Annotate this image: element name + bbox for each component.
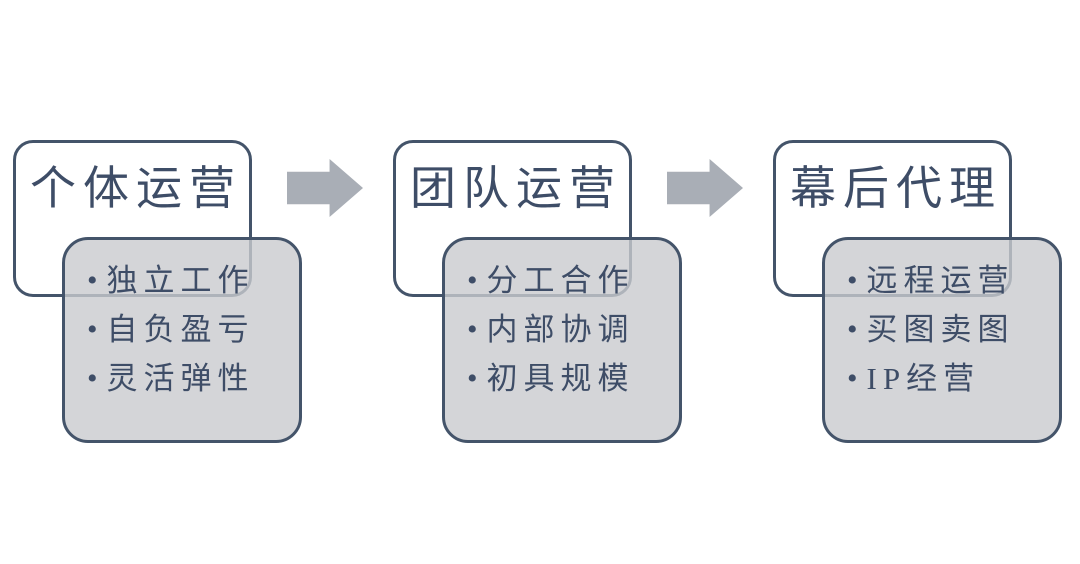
bullet-icon: • <box>87 312 98 346</box>
bullet-item: • 买图卖图 <box>847 305 1059 354</box>
stage-title: 团队运营 <box>410 163 622 214</box>
bullet-icon: • <box>87 263 98 297</box>
bullet-label: 分工合作 <box>486 263 635 298</box>
bullet-label: 灵活弹性 <box>106 361 255 396</box>
stage-title: 幕后代理 <box>790 163 1002 214</box>
bullet-label: IP经营 <box>866 361 981 396</box>
bullet-label: 自负盈亏 <box>106 312 255 347</box>
bullet-icon: • <box>847 312 858 346</box>
bullet-item: • 分工合作 <box>467 256 679 305</box>
bullet-item: • 灵活弹性 <box>87 354 299 403</box>
bullet-label: 独立工作 <box>106 263 255 298</box>
stage-behind-scenes-agent: 幕后代理 • 远程运营 • 买图卖图 • IP经营 <box>773 140 1063 443</box>
stage-team-operation: 团队运营 • 分工合作 • 内部协调 • 初具规模 <box>393 140 683 443</box>
bullet-item: • 初具规模 <box>467 354 679 403</box>
bullet-icon: • <box>847 361 858 395</box>
bullet-item: • IP经营 <box>847 354 1059 403</box>
bullet-item: • 自负盈亏 <box>87 305 299 354</box>
stage-title: 个体运营 <box>30 163 242 214</box>
bullet-label: 远程运营 <box>866 263 1015 298</box>
bullet-icon: • <box>467 312 478 346</box>
bullet-item: • 独立工作 <box>87 256 299 305</box>
stage-detail-card: • 远程运营 • 买图卖图 • IP经营 <box>822 237 1062 443</box>
bullet-item: • 远程运营 <box>847 256 1059 305</box>
stage-detail-card: • 独立工作 • 自负盈亏 • 灵活弹性 <box>62 237 302 443</box>
bullet-item: • 内部协调 <box>467 305 679 354</box>
bullet-label: 内部协调 <box>486 312 635 347</box>
bullet-label: 买图卖图 <box>866 312 1015 347</box>
stage-individual-operation: 个体运营 • 独立工作 • 自负盈亏 • 灵活弹性 <box>13 140 303 443</box>
stage-detail-card: • 分工合作 • 内部协调 • 初具规模 <box>442 237 682 443</box>
bullet-icon: • <box>87 361 98 395</box>
bullet-icon: • <box>847 263 858 297</box>
bullet-label: 初具规模 <box>486 361 635 396</box>
bullet-icon: • <box>467 263 478 297</box>
bullet-icon: • <box>467 361 478 395</box>
